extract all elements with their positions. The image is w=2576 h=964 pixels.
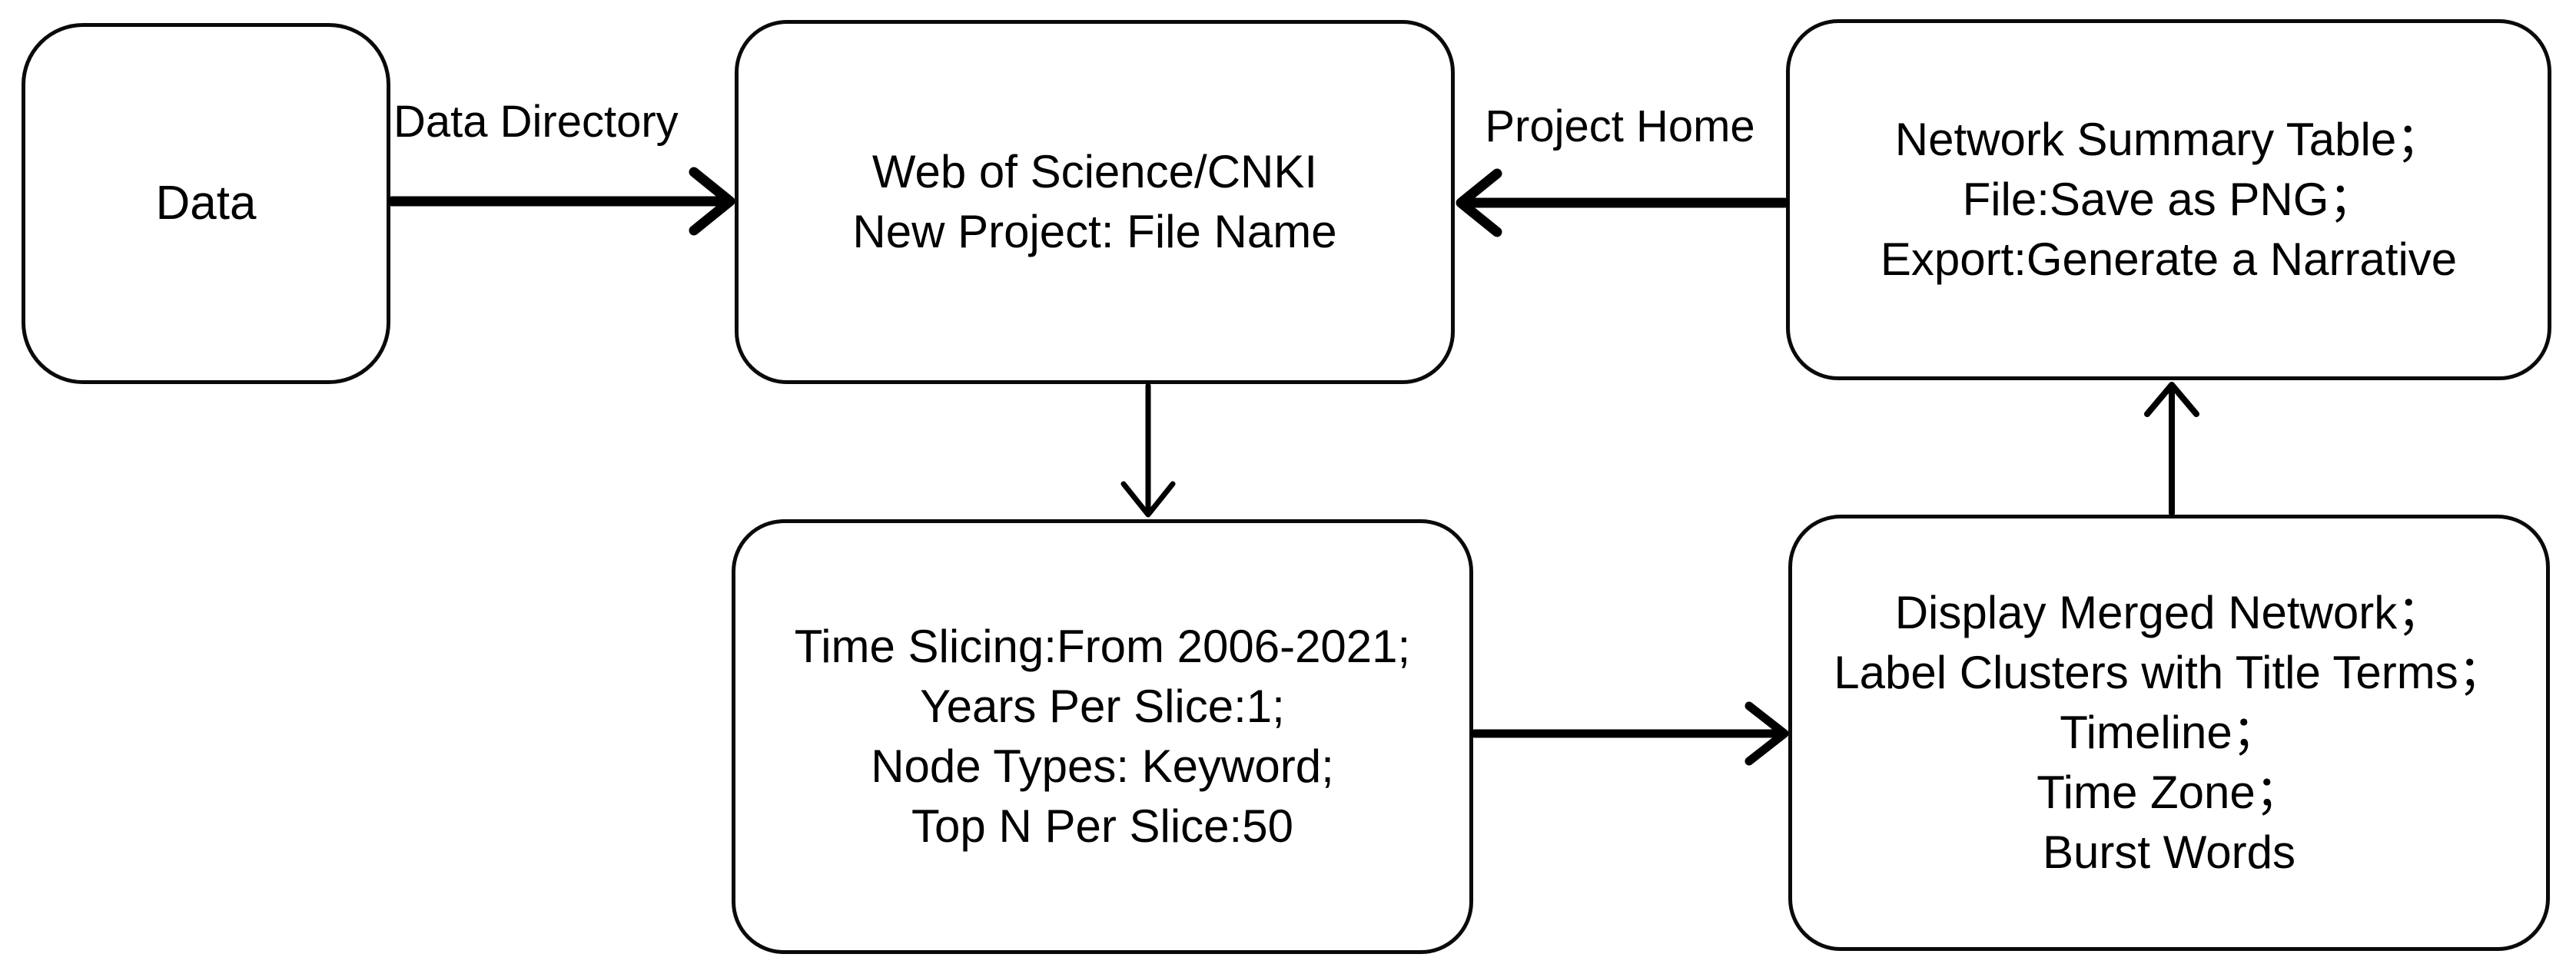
node-line: Export:Generate a Narrative — [1880, 234, 2458, 285]
arrow-head-icon — [2144, 382, 2199, 417]
node-display-network: Display Merged Network； Label Clusters w… — [1788, 515, 2550, 951]
node-new-project: Web of Science/CNKI New Project: File Na… — [735, 20, 1455, 384]
node-line: File:Save as PNG； — [1962, 174, 2375, 225]
arrow-new-project-to-time-slicing — [1120, 383, 1176, 518]
node-line: Top N Per Slice:50 — [911, 800, 1293, 852]
node-line: Data — [155, 177, 257, 230]
arrow-summary-to-new-project — [1456, 168, 1790, 237]
node-data: Data — [22, 23, 390, 384]
node-line: Time Slicing:From 2006-2021; — [794, 621, 1411, 672]
arrow-data-to-new-project — [387, 167, 735, 236]
arrow-display-to-summary — [2144, 382, 2199, 516]
node-line: Web of Science/CNKI — [871, 146, 1318, 197]
arrow-time-slicing-to-display — [1470, 701, 1789, 766]
node-network-summary: Network Summary Table； File:Save as PNG；… — [1786, 19, 2551, 380]
node-line: Network Summary Table； — [1894, 114, 2443, 165]
edge-label-project-home: Project Home — [1485, 101, 1755, 151]
arrow-head-icon — [1120, 481, 1176, 518]
node-line: New Project: File Name — [852, 206, 1337, 257]
arrow-head-icon — [1744, 701, 1789, 766]
node-line: Years Per Slice:1; — [920, 681, 1285, 732]
node-line: Node Types: Keyword; — [871, 740, 1334, 792]
node-line: Timeline； — [2060, 707, 2279, 758]
arrow-head-icon — [689, 167, 735, 236]
node-line: Burst Words — [2043, 827, 2295, 878]
node-line: Label Clusters with Title Terms； — [1834, 647, 2505, 698]
node-time-slicing: Time Slicing:From 2006-2021; Years Per S… — [732, 519, 1473, 954]
node-line: Time Zone； — [2037, 767, 2302, 818]
arrow-head-icon — [1456, 168, 1502, 237]
node-line: Display Merged Network； — [1894, 587, 2444, 638]
edge-label-data-directory: Data Directory — [393, 97, 679, 147]
